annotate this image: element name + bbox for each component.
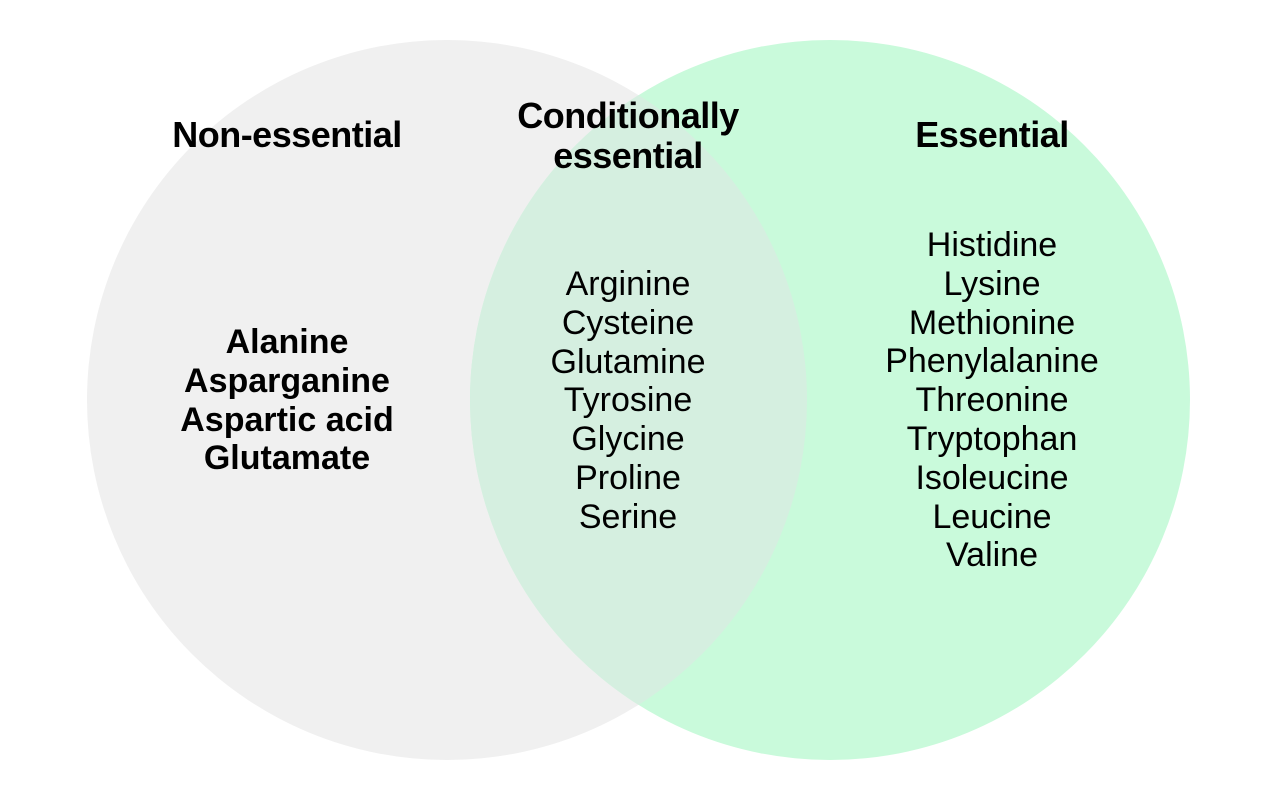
list-item: Tyrosine: [563, 381, 693, 420]
list-item: Histidine: [926, 226, 1058, 264]
list-item: Tryptophan: [906, 419, 1078, 458]
list-item: Asparganine: [184, 361, 390, 400]
list-item: Glutamine: [550, 342, 706, 381]
list-item: Threonine: [915, 381, 1069, 420]
list-item: Valine: [946, 536, 1038, 575]
list-item: Serine: [578, 497, 678, 536]
list-item: Proline: [575, 458, 681, 497]
list-item: Glutamate: [203, 439, 371, 478]
list-item: Cysteine: [561, 303, 695, 342]
list-item: Alanine: [225, 323, 349, 361]
list-item: Lysine: [943, 264, 1041, 303]
list-item: Methionine: [908, 303, 1076, 342]
non-essential-heading: Non-essential: [172, 114, 402, 155]
list-item: Isoleucine: [915, 458, 1069, 497]
conditionally-essential-heading: Conditionally essential: [517, 95, 739, 176]
list-item: Leucine: [932, 497, 1052, 536]
essential-heading: Essential: [915, 114, 1069, 155]
list-item: Aspartic acid: [180, 400, 394, 439]
list-item: Glycine: [571, 420, 685, 459]
list-item: Phenylalanine: [885, 342, 1099, 381]
list-item: Arginine: [565, 265, 691, 303]
